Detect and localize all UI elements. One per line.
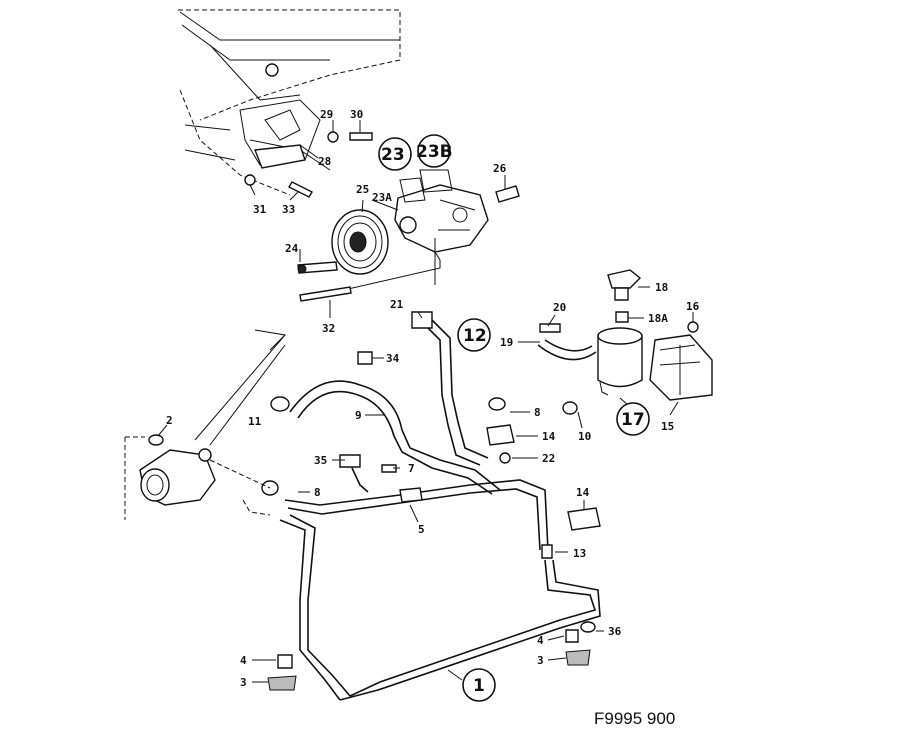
callout-32: 32 — [322, 322, 335, 335]
mount-4-left — [277, 654, 293, 669]
bolt-24 — [297, 261, 338, 274]
bolt-33 — [288, 181, 313, 198]
coupling-5 — [399, 487, 423, 503]
bracket-14-lower — [567, 507, 601, 531]
callout-15: 15 — [661, 420, 674, 433]
bolt-26 — [495, 185, 520, 203]
reservoir-17 — [597, 327, 643, 396]
nut-16 — [687, 321, 699, 333]
callout-20: 20 — [553, 301, 566, 314]
pump-pulley-25 — [331, 209, 389, 275]
callout-1-circle — [462, 668, 496, 702]
callout-4-left: 4 — [240, 654, 247, 667]
mount-4-right — [565, 629, 579, 643]
callout-3-right: 3 — [537, 654, 544, 667]
clip-35 — [339, 454, 369, 493]
callout-19: 19 — [500, 336, 513, 349]
strap-19 — [537, 339, 597, 361]
callout-14-upper: 14 — [542, 430, 556, 443]
callout-14-lower: 14 — [576, 486, 590, 499]
leader-lines — [157, 120, 694, 683]
callout-30: 30 — [350, 108, 363, 121]
reservoir-cap-18 — [607, 269, 642, 301]
callout-22: 22 — [542, 452, 555, 465]
callout-2: 2 — [166, 414, 173, 427]
callout-12-circle — [457, 318, 491, 352]
callout-10: 10 — [578, 430, 591, 443]
figure-reference: F9995 900 — [594, 709, 675, 728]
callout-18a: 18A — [648, 312, 668, 325]
callout-25: 25 — [356, 183, 369, 196]
bracket-14-upper — [486, 424, 515, 446]
steering-gear-detail — [124, 329, 287, 520]
power-steering-pump-23 — [394, 169, 489, 253]
mount-3-left — [267, 675, 297, 691]
clamp-8-upper — [488, 397, 506, 411]
bracket-28 — [254, 144, 306, 169]
callout-1: 1 — [473, 676, 485, 696]
callout-16: 16 — [686, 300, 700, 313]
callout-7: 7 — [408, 462, 415, 475]
washer-10 — [562, 401, 578, 415]
callout-28: 28 — [318, 155, 331, 168]
seal-18a — [615, 311, 629, 323]
callout-31: 31 — [253, 203, 267, 216]
callout-23b: 23B — [416, 142, 453, 162]
bolt-32 — [299, 286, 352, 302]
hose-12 — [419, 315, 489, 466]
callout-24: 24 — [285, 242, 299, 255]
callout-11: 11 — [248, 415, 262, 428]
clip-20 — [539, 323, 561, 333]
callout-23a: 23A — [372, 191, 392, 204]
clamp-11 — [270, 396, 290, 412]
callout-17: 17 — [621, 410, 645, 430]
bolt-29 — [327, 131, 339, 143]
callout-26: 26 — [493, 162, 507, 175]
callout-17-circle — [616, 402, 650, 436]
callout-8-upper: 8 — [534, 406, 541, 419]
fitting-13 — [541, 544, 553, 559]
engine-block-outline — [178, 9, 401, 196]
callout-23-circle — [378, 137, 412, 171]
callout-12: 12 — [463, 326, 487, 346]
callout-3-left: 3 — [240, 676, 247, 689]
pressure-line-1 — [279, 514, 601, 701]
callout-34: 34 — [386, 352, 400, 365]
fitting-22 — [499, 452, 511, 464]
callout-9: 9 — [355, 409, 362, 422]
clip-34 — [357, 351, 373, 365]
callout-21: 21 — [390, 298, 404, 311]
callout-33: 33 — [282, 203, 295, 216]
callout-36: 36 — [608, 625, 622, 638]
return-line-5 — [284, 479, 549, 551]
clamp-21 — [411, 311, 433, 329]
callout-5: 5 — [418, 523, 425, 536]
reservoir-bracket-15 — [649, 334, 713, 401]
callout-35: 35 — [314, 454, 327, 467]
callout-23b-circle — [417, 134, 451, 168]
hose-9 — [289, 380, 411, 453]
bolt-7 — [381, 464, 397, 473]
callout-4-right: 4 — [537, 634, 544, 647]
callout-23: 23 — [381, 145, 405, 165]
callout-13: 13 — [573, 547, 586, 560]
callout-29: 29 — [320, 108, 333, 121]
bolt-30 — [349, 132, 373, 141]
mount-3-right — [565, 649, 591, 666]
washer-36 — [580, 621, 596, 633]
callout-8-lower: 8 — [314, 486, 321, 499]
callout-18: 18 — [655, 281, 668, 294]
nut-31 — [244, 174, 256, 186]
seal-2 — [148, 434, 164, 446]
